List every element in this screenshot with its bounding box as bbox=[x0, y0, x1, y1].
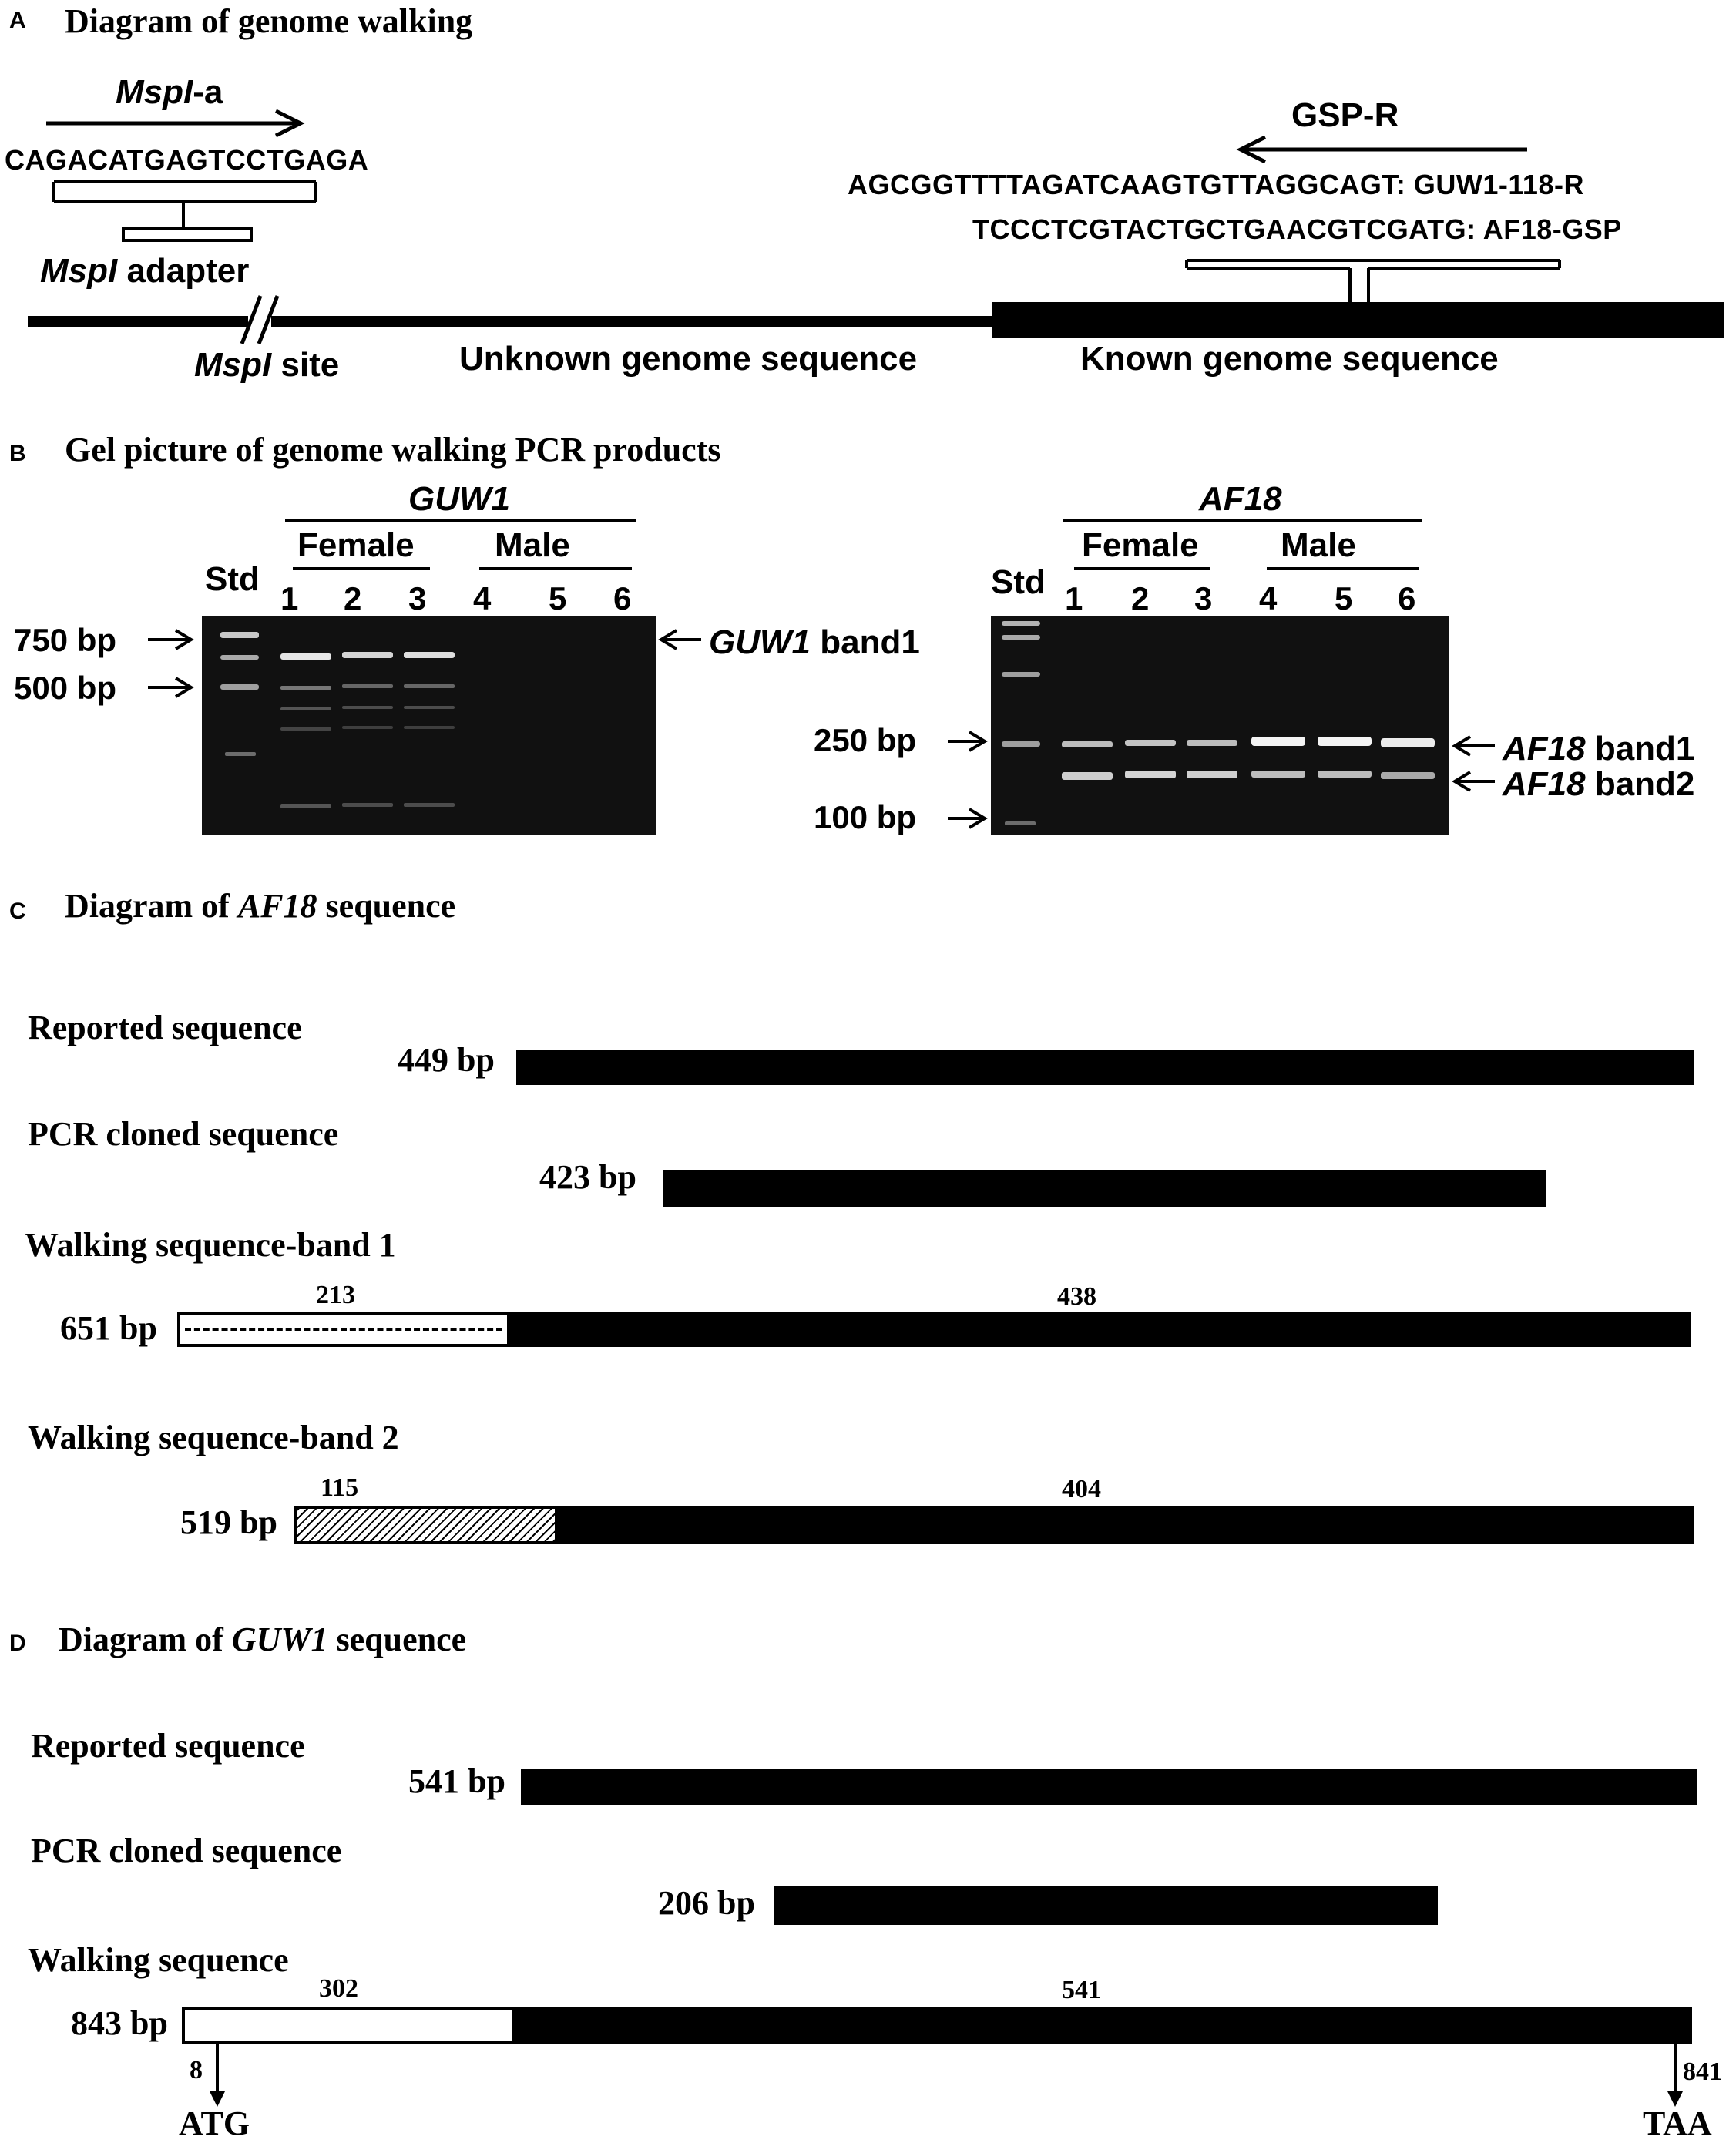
af18-ladder-bands bbox=[1002, 621, 1040, 825]
guw1-lane-6: 6 bbox=[613, 580, 632, 616]
gel-header-lines bbox=[285, 519, 1422, 570]
band-pointer-arrows bbox=[658, 629, 1495, 792]
guw1-walking-label: Walking sequence bbox=[28, 1941, 289, 1979]
af18-band2-new-segment bbox=[294, 1506, 558, 1544]
af18-pcr-bar bbox=[663, 1170, 1546, 1207]
af18-lane-5: 5 bbox=[1335, 580, 1353, 616]
af18-female-label: Female bbox=[1082, 526, 1199, 564]
start-codon: ATG bbox=[179, 2104, 250, 2142]
af18-band1-total-length: 651 bp bbox=[60, 1309, 157, 1347]
marker-100bp: 100 bp bbox=[814, 799, 917, 835]
guw1-sample-bands bbox=[280, 652, 455, 808]
af18-reported-bar bbox=[516, 1050, 1694, 1085]
af18-lane-6: 6 bbox=[1398, 580, 1416, 616]
af18-band1-known-segment bbox=[509, 1312, 1691, 1347]
guw1-pcr-length: 206 bp bbox=[658, 1884, 755, 1922]
af18-band1-label: AF18 band1 bbox=[1503, 730, 1695, 768]
gsp-r-label: GSP-R bbox=[1291, 96, 1399, 134]
panel-d-letter: D bbox=[9, 1631, 26, 1656]
guw1-std-label: Std bbox=[205, 560, 260, 598]
af18-male-label: Male bbox=[1281, 526, 1356, 564]
panel-b-letter: B bbox=[9, 441, 26, 466]
guw1-walking-known-segment bbox=[513, 2007, 1692, 2044]
gsp-sequence-guw1: AGCGGTTTTAGATCAAGTGTTAGGCAGT: GUW1-118-R bbox=[848, 169, 1584, 200]
mspi-site-break bbox=[240, 295, 280, 344]
mspi-a-arrow bbox=[46, 109, 305, 138]
af18-pcr-length: 423 bp bbox=[539, 1158, 636, 1196]
panel-c-title: Diagram of AF18 sequence bbox=[65, 887, 456, 925]
marker-250bp: 250 bp bbox=[814, 722, 917, 758]
guw1-gel-title: GUW1 bbox=[408, 480, 510, 518]
af18-band1-seg2-length: 438 bbox=[1057, 1282, 1096, 1311]
marker-750bp: 750 bp bbox=[14, 622, 117, 658]
end-position: 841 bbox=[1683, 2057, 1722, 2086]
af18-band2-seq-label: Walking sequence-band 2 bbox=[28, 1419, 399, 1456]
gsp-sequence-af18: TCCCTCGTACTGCTGAACGTCGATG: AF18-GSP bbox=[972, 213, 1622, 245]
af18-band1-new-segment bbox=[177, 1312, 510, 1347]
gsp-connector bbox=[1185, 259, 1561, 302]
adapter-connector bbox=[52, 180, 317, 228]
mspi-adapter-box bbox=[122, 227, 253, 242]
panel-d-title: Diagram of GUW1 sequence bbox=[59, 1621, 467, 1658]
guw1-female-label: Female bbox=[297, 526, 415, 564]
af18-gel-title: AF18 bbox=[1199, 480, 1282, 518]
af18-lane-3: 3 bbox=[1194, 580, 1213, 616]
known-genome-label: Known genome sequence bbox=[1080, 340, 1499, 378]
guw1-lane-2: 2 bbox=[344, 580, 362, 616]
unknown-genome-label: Unknown genome sequence bbox=[459, 340, 918, 378]
guw1-lane-5: 5 bbox=[549, 580, 567, 616]
panel-c-letter: C bbox=[9, 899, 26, 924]
af18-std-label: Std bbox=[991, 563, 1046, 601]
af18-band2-label: AF18 band2 bbox=[1503, 765, 1695, 803]
guw1-walking-seg1-length: 302 bbox=[319, 1974, 358, 2003]
guw1-reported-label: Reported sequence bbox=[31, 1727, 305, 1765]
af18-lane-4: 4 bbox=[1259, 580, 1278, 616]
mspi-adapter-label: MspI adapter bbox=[40, 252, 250, 290]
mspi-a-primer-sequence: CAGACATGAGTCCTGAGA bbox=[5, 144, 369, 176]
stop-codon: TAA bbox=[1643, 2104, 1712, 2142]
af18-band2-seg1-length: 115 bbox=[321, 1473, 359, 1502]
af18-band1-seg1-length: 213 bbox=[316, 1281, 355, 1309]
af18-band2-total-length: 519 bp bbox=[180, 1503, 277, 1541]
af18-band1-seq-label: Walking sequence-band 1 bbox=[25, 1226, 396, 1264]
guw1-reported-length: 541 bp bbox=[408, 1762, 505, 1800]
af18-gel-image bbox=[991, 616, 1449, 835]
af18-sample-bands bbox=[1062, 737, 1435, 780]
af18-lane-1: 1 bbox=[1065, 580, 1083, 616]
af18-pcr-label: PCR cloned sequence bbox=[28, 1115, 339, 1153]
guw1-reported-bar bbox=[521, 1769, 1697, 1805]
guw1-lane-1: 1 bbox=[280, 580, 299, 616]
guw1-lane-4: 4 bbox=[473, 580, 492, 616]
guw1-walking-total-length: 843 bp bbox=[71, 2004, 168, 2042]
start-position: 8 bbox=[190, 2056, 203, 2084]
guw1-pcr-label: PCR cloned sequence bbox=[31, 1832, 342, 1869]
marker-arrows bbox=[148, 629, 988, 829]
guw1-band1-label: GUW1 band1 bbox=[709, 623, 920, 661]
guw1-ladder-bands bbox=[220, 632, 259, 756]
guw1-walking-new-segment bbox=[182, 2007, 515, 2044]
af18-reported-label: Reported sequence bbox=[28, 1009, 302, 1046]
af18-lane-2: 2 bbox=[1131, 580, 1150, 616]
af18-band2-seg2-length: 404 bbox=[1062, 1475, 1101, 1503]
marker-500bp: 500 bp bbox=[14, 670, 117, 706]
guw1-pcr-bar bbox=[774, 1886, 1438, 1925]
af18-band2-known-segment bbox=[556, 1506, 1694, 1544]
af18-reported-length: 449 bp bbox=[398, 1041, 495, 1079]
panel-a-title: Diagram of genome walking bbox=[65, 2, 473, 40]
gsp-r-arrow bbox=[1236, 135, 1527, 164]
mspi-site-label: MspI site bbox=[194, 346, 340, 384]
guw1-lane-3: 3 bbox=[408, 580, 427, 616]
guw1-male-label: Male bbox=[495, 526, 570, 564]
panel-b-title: Gel picture of genome walking PCR produc… bbox=[65, 431, 721, 469]
known-genome-bar bbox=[992, 302, 1724, 338]
codon-arrows bbox=[210, 2044, 1683, 2107]
panel-a-letter: A bbox=[9, 8, 26, 33]
mspi-a-primer-label: MspI-a bbox=[116, 73, 223, 111]
guw1-walking-seg2-length: 541 bbox=[1062, 1976, 1101, 2004]
